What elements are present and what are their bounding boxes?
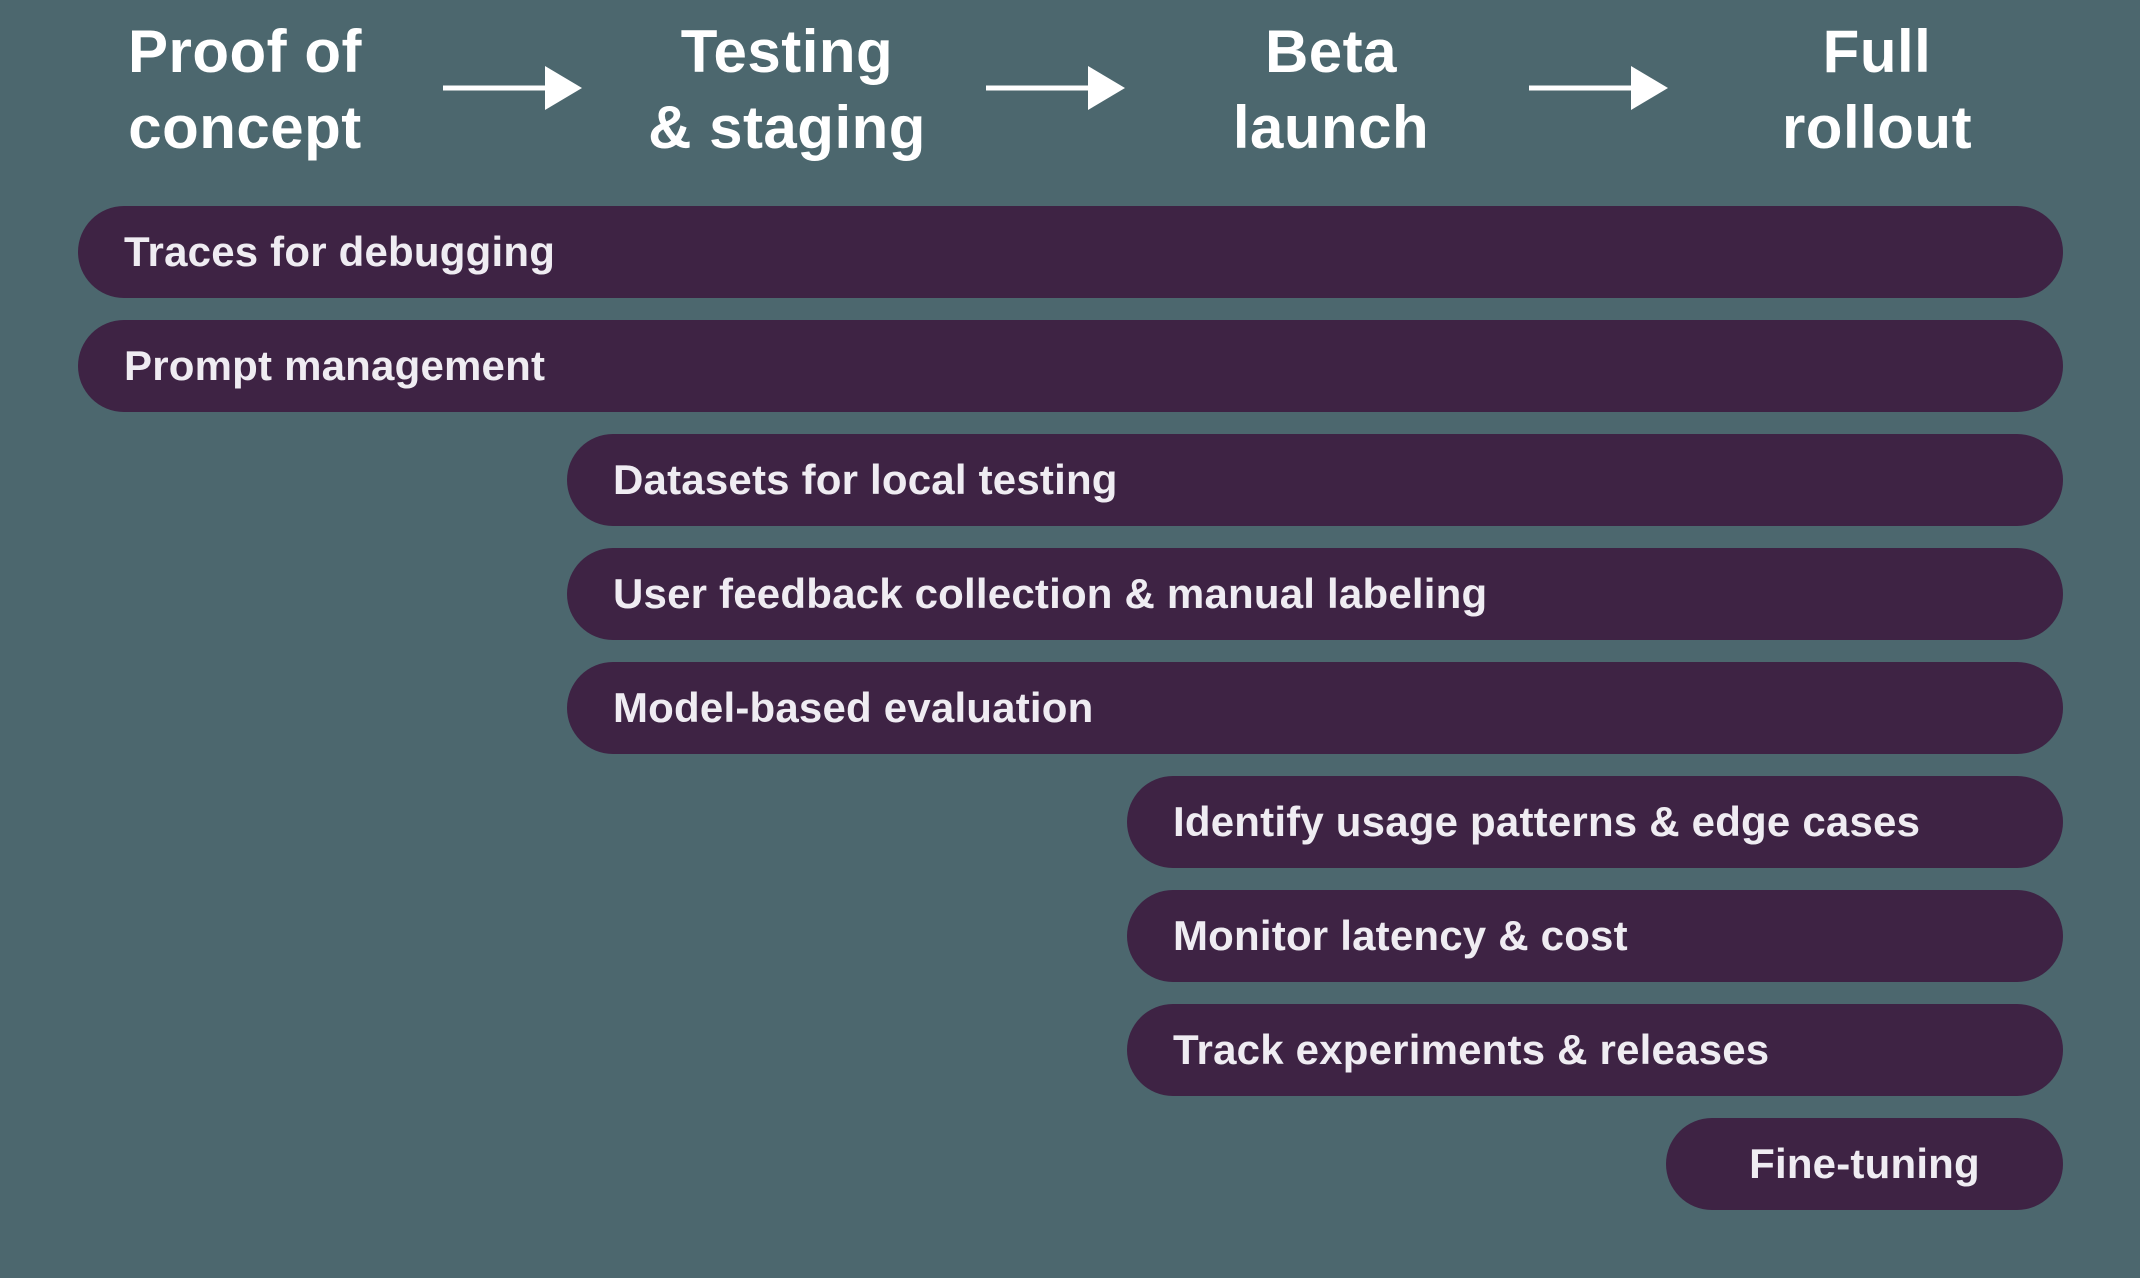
stage-heading-line: Testing (680, 18, 894, 85)
capability-label: User feedback collection & manual labeli… (613, 570, 1488, 617)
capability-bar-identify-usage-patterns: Identify usage patterns & edge cases (1127, 776, 2063, 868)
stage-heading-line: & staging (648, 94, 926, 161)
capability-label: Identify usage patterns & edge cases (1173, 798, 1921, 845)
capability-bar-user-feedback-collection: User feedback collection & manual labeli… (567, 548, 2063, 640)
capability-label: Model-based evaluation (613, 684, 1094, 731)
right-arrow-icon (1529, 66, 1668, 110)
capability-label: Traces for debugging (124, 228, 556, 275)
stage-heading-beta-launch: Beta launch (1081, 14, 1581, 178)
stage-heading-line: Beta (1264, 18, 1398, 85)
stage-heading-testing-staging: Testing & staging (537, 14, 1037, 178)
capability-bar-fine-tuning: Fine-tuning (1666, 1118, 2063, 1210)
capability-bar-prompt-management: Prompt management (78, 320, 2063, 412)
stage-heading-line: Full (1822, 18, 1932, 85)
right-arrow-icon (443, 66, 582, 110)
stage-heading-line: launch (1232, 94, 1430, 161)
capability-label: Fine-tuning (1749, 1140, 1980, 1187)
capability-bar-track-experiments-releases: Track experiments & releases (1127, 1004, 2063, 1096)
stage-heading-full-rollout: Full rollout (1627, 14, 2127, 178)
stage-heading-line: concept (128, 94, 362, 161)
stage-heading-line: rollout (1781, 94, 1973, 161)
capability-label: Prompt management (124, 342, 546, 389)
capability-label: Track experiments & releases (1173, 1026, 1770, 1073)
capability-bar-monitor-latency-cost: Monitor latency & cost (1127, 890, 2063, 982)
capability-bar-model-based-evaluation: Model-based evaluation (567, 662, 2063, 754)
capability-bar-datasets-for-local-testing: Datasets for local testing (567, 434, 2063, 526)
right-arrow-icon (986, 66, 1125, 110)
capability-label: Monitor latency & cost (1173, 912, 1628, 959)
stage-heading-proof-of-concept: Proof of concept (0, 14, 495, 178)
capability-label: Datasets for local testing (613, 456, 1118, 503)
stage-heading-line: Proof of (128, 18, 362, 85)
capability-bar-traces-for-debugging: Traces for debugging (78, 206, 2063, 298)
